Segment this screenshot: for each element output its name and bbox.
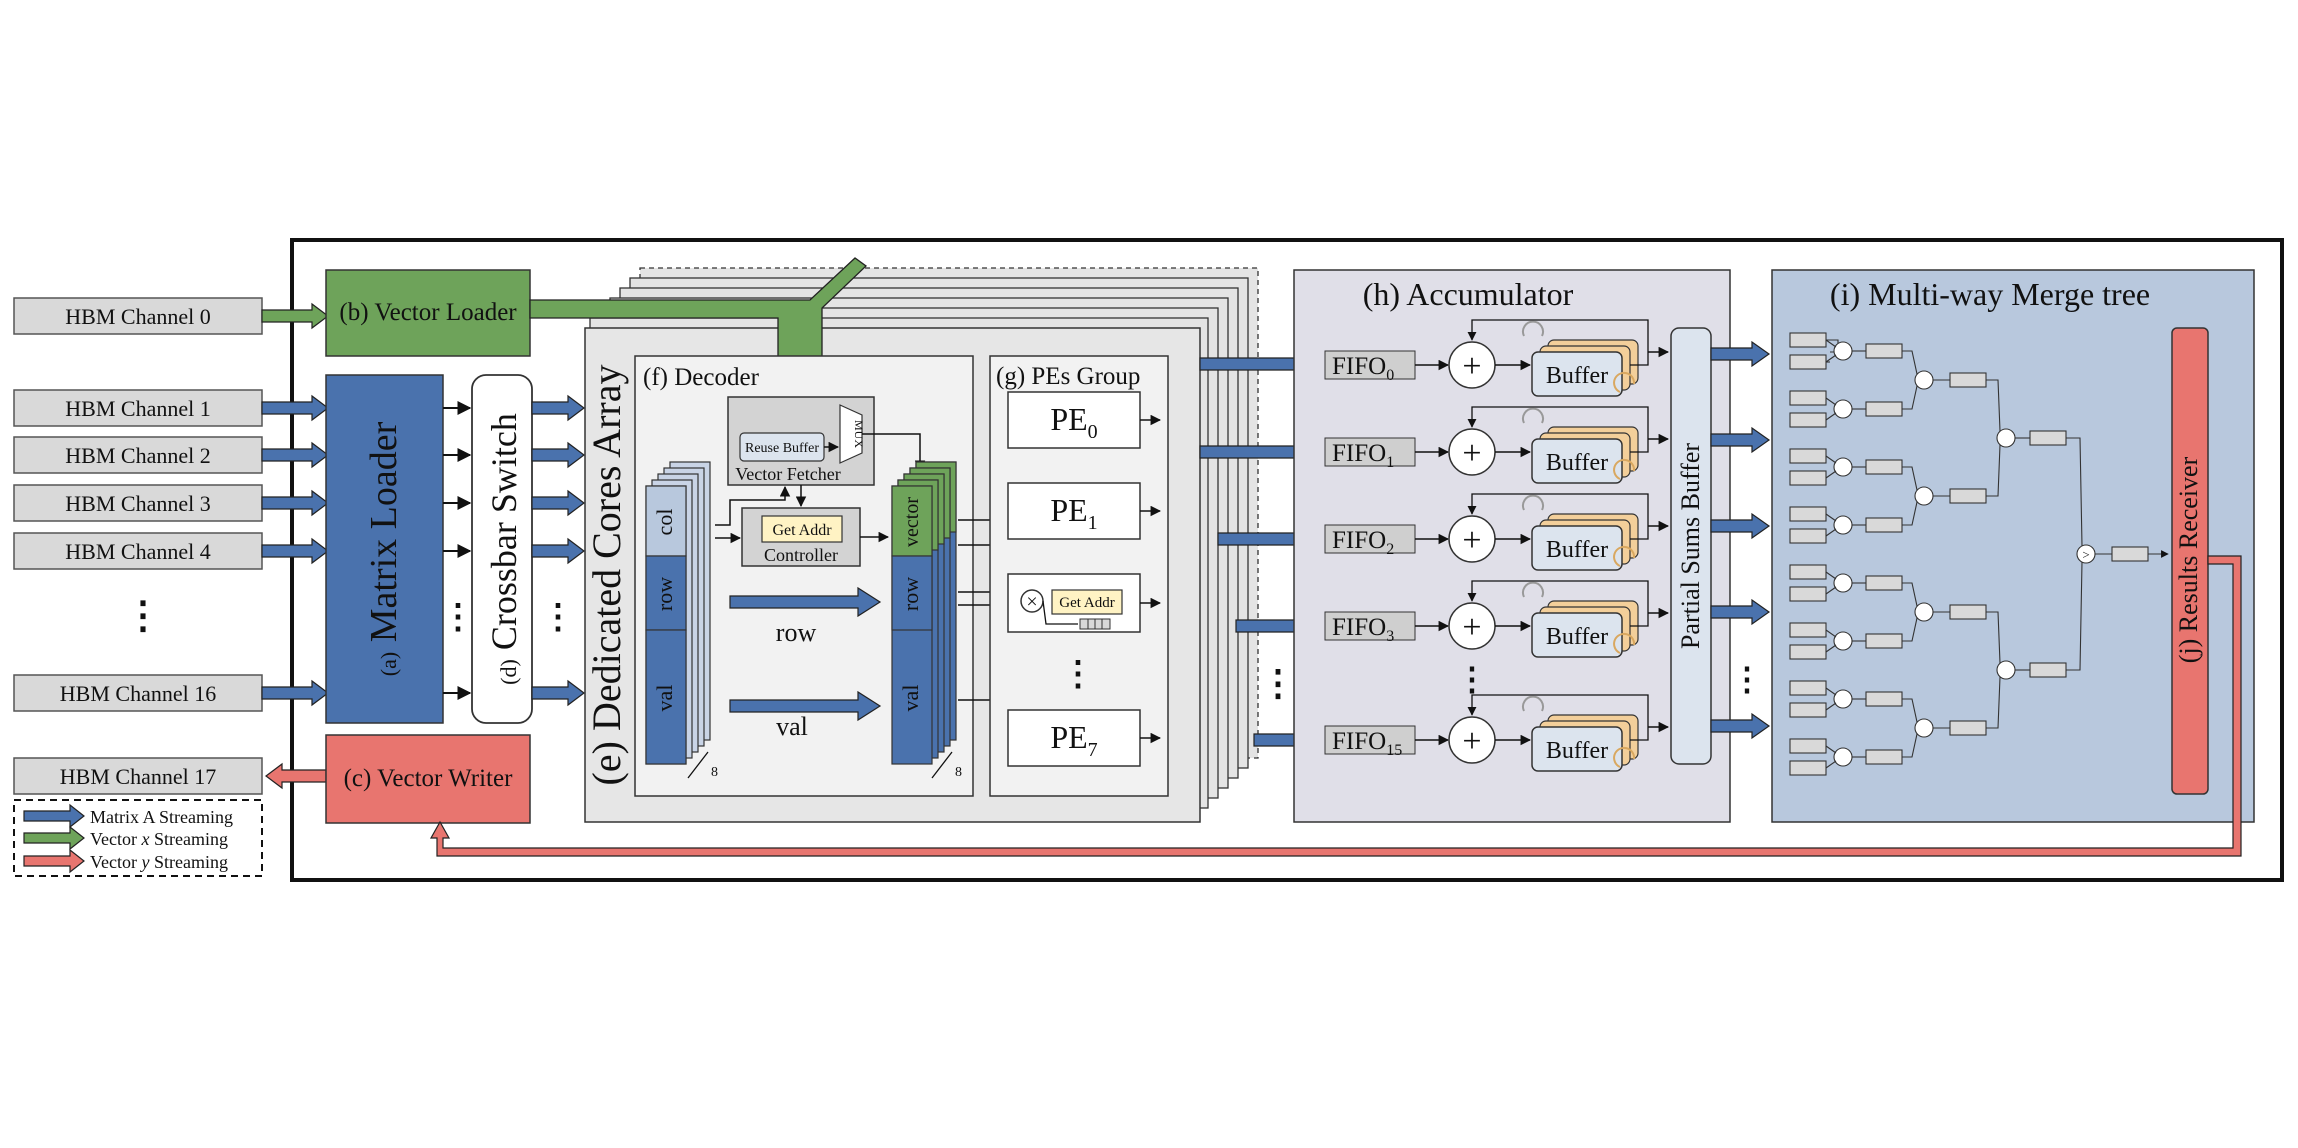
decoder-out-stack-count-label: 8 bbox=[955, 765, 962, 780]
merge-comparator-labels: > bbox=[2082, 547, 2089, 562]
pe-1-block bbox=[1007, 482, 1141, 540]
row-arrow-label: row bbox=[776, 618, 817, 647]
legend: Matrix A Streaming Vector x Streaming Ve… bbox=[13, 799, 263, 877]
pe-1-label: PE1 bbox=[1050, 492, 1097, 534]
vector-fetcher-label: Vector Fetcher bbox=[735, 464, 840, 484]
controller-wires bbox=[715, 433, 926, 544]
comparator-final-symbol: > bbox=[2082, 547, 2089, 562]
legend-vector-x-arrow bbox=[23, 825, 85, 851]
multiplier-symbol: × bbox=[1026, 591, 1037, 613]
accumulator-rows: FIFO0 + Buffer FIFO1 + Buffer FIFO2 + bbox=[1324, 319, 1670, 772]
legend-vector-y-label: Vector y Streaming bbox=[90, 852, 228, 872]
accumulator-output-ellipsis: ⋮ bbox=[1731, 661, 1763, 697]
legend-matrix-label: Matrix A Streaming bbox=[90, 807, 233, 827]
buffer-3-label: Buffer bbox=[1546, 624, 1608, 650]
results-receiver-label: (j) Results Receiver bbox=[2174, 456, 2203, 663]
decoder-row-label: row bbox=[652, 577, 677, 611]
adder-15-symbol: + bbox=[1462, 723, 1481, 760]
pe-0-block bbox=[1007, 391, 1141, 449]
hbm-channel-16-label: HBM Channel 16 bbox=[60, 681, 216, 706]
buffer-2-label: Buffer bbox=[1546, 537, 1608, 563]
vector-writer-block bbox=[325, 734, 531, 824]
adder-2-symbol: + bbox=[1462, 522, 1481, 559]
pe-queue bbox=[1079, 618, 1111, 630]
decoder-vector-label: vector bbox=[901, 497, 923, 547]
matrix-loader-block bbox=[325, 374, 444, 724]
adder-0-symbol: + bbox=[1462, 348, 1481, 385]
controller-get-addr-block bbox=[761, 515, 843, 543]
hbm-channel-0-label: HBM Channel 0 bbox=[65, 304, 210, 329]
pe-0-label: PE0 bbox=[1050, 401, 1097, 443]
pe-get-addr-label: Get Addr bbox=[1059, 595, 1114, 611]
decoder-label: (f) Decoder bbox=[643, 364, 760, 391]
buffer-0-label: Buffer bbox=[1546, 363, 1608, 389]
fifo-15-label: FIFO15 bbox=[1332, 728, 1402, 759]
cores-ellipsis: ⋮ bbox=[1260, 663, 1296, 703]
crossbar-ellipsis: ⋮ bbox=[541, 599, 575, 636]
merge-tree-network bbox=[1789, 332, 2169, 776]
accumulator-label: (h) Accumulator bbox=[1363, 276, 1574, 312]
adder-3-symbol: + bbox=[1462, 609, 1481, 646]
accumulator-ellipsis: ⋮ bbox=[1456, 661, 1488, 697]
adder-1-symbol: + bbox=[1462, 435, 1481, 472]
cores-array-label: (e) Dedicated Cores Array bbox=[584, 365, 629, 786]
accumulator-merge-arrows bbox=[1710, 340, 1771, 740]
hbm-channel-4-label: HBM Channel 4 bbox=[65, 539, 210, 564]
val-arrow-label: val bbox=[776, 712, 808, 741]
vector-loader-label: (b) Vector Loader bbox=[339, 299, 517, 326]
hbm-channel-list: HBM Channel 0 HBM Channel 1 HBM Channel … bbox=[13, 297, 263, 795]
system-frame bbox=[290, 238, 2284, 882]
decoder-out-row-label: row bbox=[898, 577, 923, 611]
loader-ellipsis: ⋮ bbox=[441, 599, 475, 636]
partial-sums-buffer-block bbox=[1670, 327, 1712, 765]
decoder-input-stack bbox=[645, 461, 711, 765]
legend-vector-y-arrow bbox=[23, 848, 85, 874]
buffer-15-label: Buffer bbox=[1546, 738, 1608, 764]
hbm-channel-17-label: HBM Channel 17 bbox=[60, 764, 216, 789]
decoder-val-label: val bbox=[652, 685, 677, 712]
decoder-stack-count-label: 8 bbox=[711, 765, 718, 780]
decoder-output-stack bbox=[891, 461, 957, 765]
pes-group-label: (g) PEs Group bbox=[996, 363, 1140, 390]
hbm-channel-2-label: HBM Channel 2 bbox=[65, 443, 210, 468]
buffer-1-label: Buffer bbox=[1546, 450, 1608, 476]
matrix-loader-label: (a) Matrix Loader bbox=[363, 421, 405, 676]
legend-matrix-arrow bbox=[23, 803, 85, 829]
controller-get-addr-label: Get Addr bbox=[772, 522, 832, 539]
fifo-1-label: FIFO1 bbox=[1332, 440, 1394, 471]
pe-get-addr-block bbox=[1051, 589, 1123, 615]
decoder-col-label: col bbox=[652, 509, 677, 536]
vector-writer-label: (c) Vector Writer bbox=[344, 765, 513, 792]
pe-output-arrows bbox=[1140, 414, 1162, 744]
controller-label: Controller bbox=[764, 545, 838, 565]
fifo-2-label: FIFO2 bbox=[1332, 527, 1394, 558]
pes-ellipsis: ⋮ bbox=[1061, 656, 1095, 693]
vector-y-return-arrow bbox=[429, 555, 2242, 857]
fifo-0-label: FIFO0 bbox=[1332, 353, 1394, 384]
pe-7-label: PE7 bbox=[1050, 719, 1097, 761]
decoder-out-val-label: val bbox=[898, 685, 923, 712]
hbm-channel-1-label: HBM Channel 1 bbox=[65, 396, 210, 421]
hbm-ellipsis: ⋮ bbox=[124, 595, 162, 637]
mux-label: MUX bbox=[852, 420, 866, 448]
merge-tree-label: (i) Multi-way Merge tree bbox=[1830, 276, 2150, 312]
legend-vector-x-label: Vector x Streaming bbox=[90, 829, 228, 849]
val-arrow bbox=[729, 690, 882, 722]
crossbar-switch-label: (d) Crossbar Switch bbox=[484, 413, 524, 685]
crossbar-output-arrows bbox=[531, 394, 585, 707]
hbm-input-arrows bbox=[261, 302, 329, 790]
row-arrow bbox=[729, 586, 882, 618]
reuse-buffer-label: Reuse Buffer bbox=[745, 441, 819, 456]
loader-crossbar-arrows bbox=[443, 401, 472, 700]
hbm-channel-3-label: HBM Channel 3 bbox=[65, 491, 210, 516]
mux-block bbox=[839, 404, 863, 464]
fifo-3-label: FIFO3 bbox=[1332, 614, 1394, 645]
partial-sums-buffer-label: Partial Sums Buffer bbox=[1676, 443, 1705, 649]
vector-loader-block bbox=[325, 269, 531, 357]
